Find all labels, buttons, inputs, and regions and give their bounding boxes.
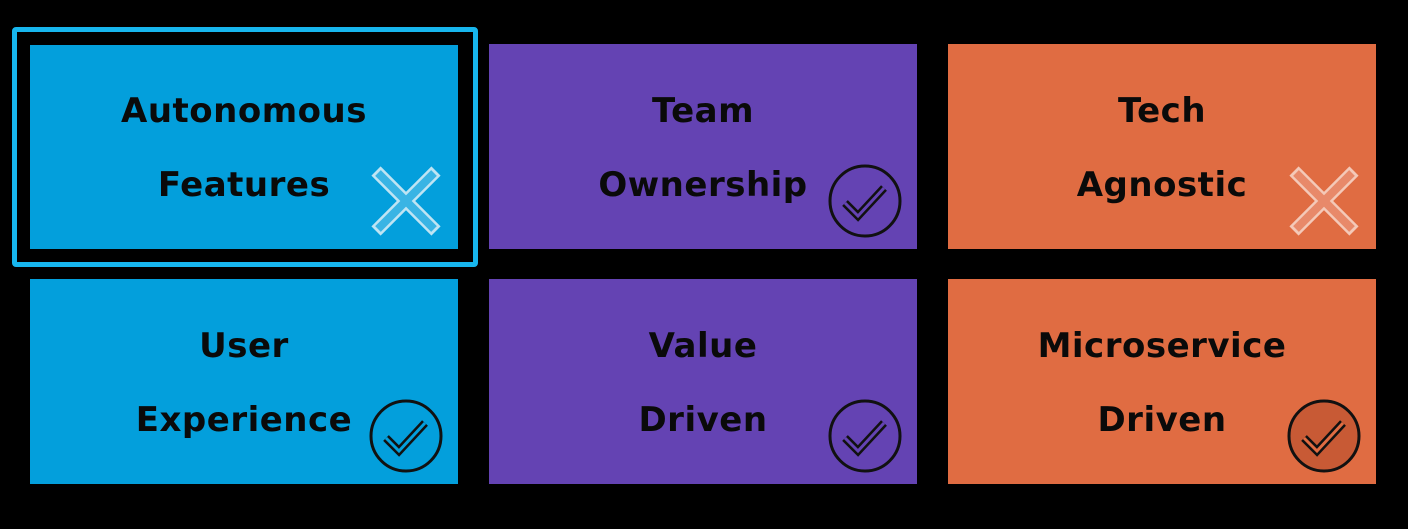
tile-title-line2: Experience [135, 400, 353, 440]
check-circle-icon [827, 163, 903, 239]
tile-title-line1: Autonomous [121, 91, 367, 131]
tile-tech-agnostic[interactable]: Tech Agnostic [948, 44, 1376, 249]
tile-team-ownership[interactable]: Team Ownership [489, 44, 917, 249]
tile-value-driven[interactable]: Value Driven [489, 279, 917, 484]
tile-title-line2: Agnostic [1076, 165, 1248, 205]
tile-title-line1: Value [648, 326, 758, 366]
tile-user-experience[interactable]: User Experience [30, 279, 458, 484]
tile-title-line1: Team [651, 91, 755, 131]
tile-title-line2: Driven [638, 400, 768, 440]
check-circle-icon [827, 398, 903, 474]
check-circle-icon [1286, 398, 1362, 474]
tile-title-line2: Driven [1097, 400, 1227, 440]
tile-autonomous-features[interactable]: Autonomous Features [30, 44, 458, 249]
tile-title-line2: Ownership [598, 165, 808, 205]
tile-title-line1: Tech [1117, 91, 1207, 131]
tile-microservice-driven[interactable]: Microservice Driven [948, 279, 1376, 484]
tile-title-line2: Features [157, 165, 331, 205]
cross-icon [1286, 163, 1362, 239]
tile-title-line1: Microservice [1037, 326, 1287, 366]
check-circle-icon [368, 398, 444, 474]
tile-title-line1: User [199, 326, 289, 366]
cross-icon [368, 163, 444, 239]
